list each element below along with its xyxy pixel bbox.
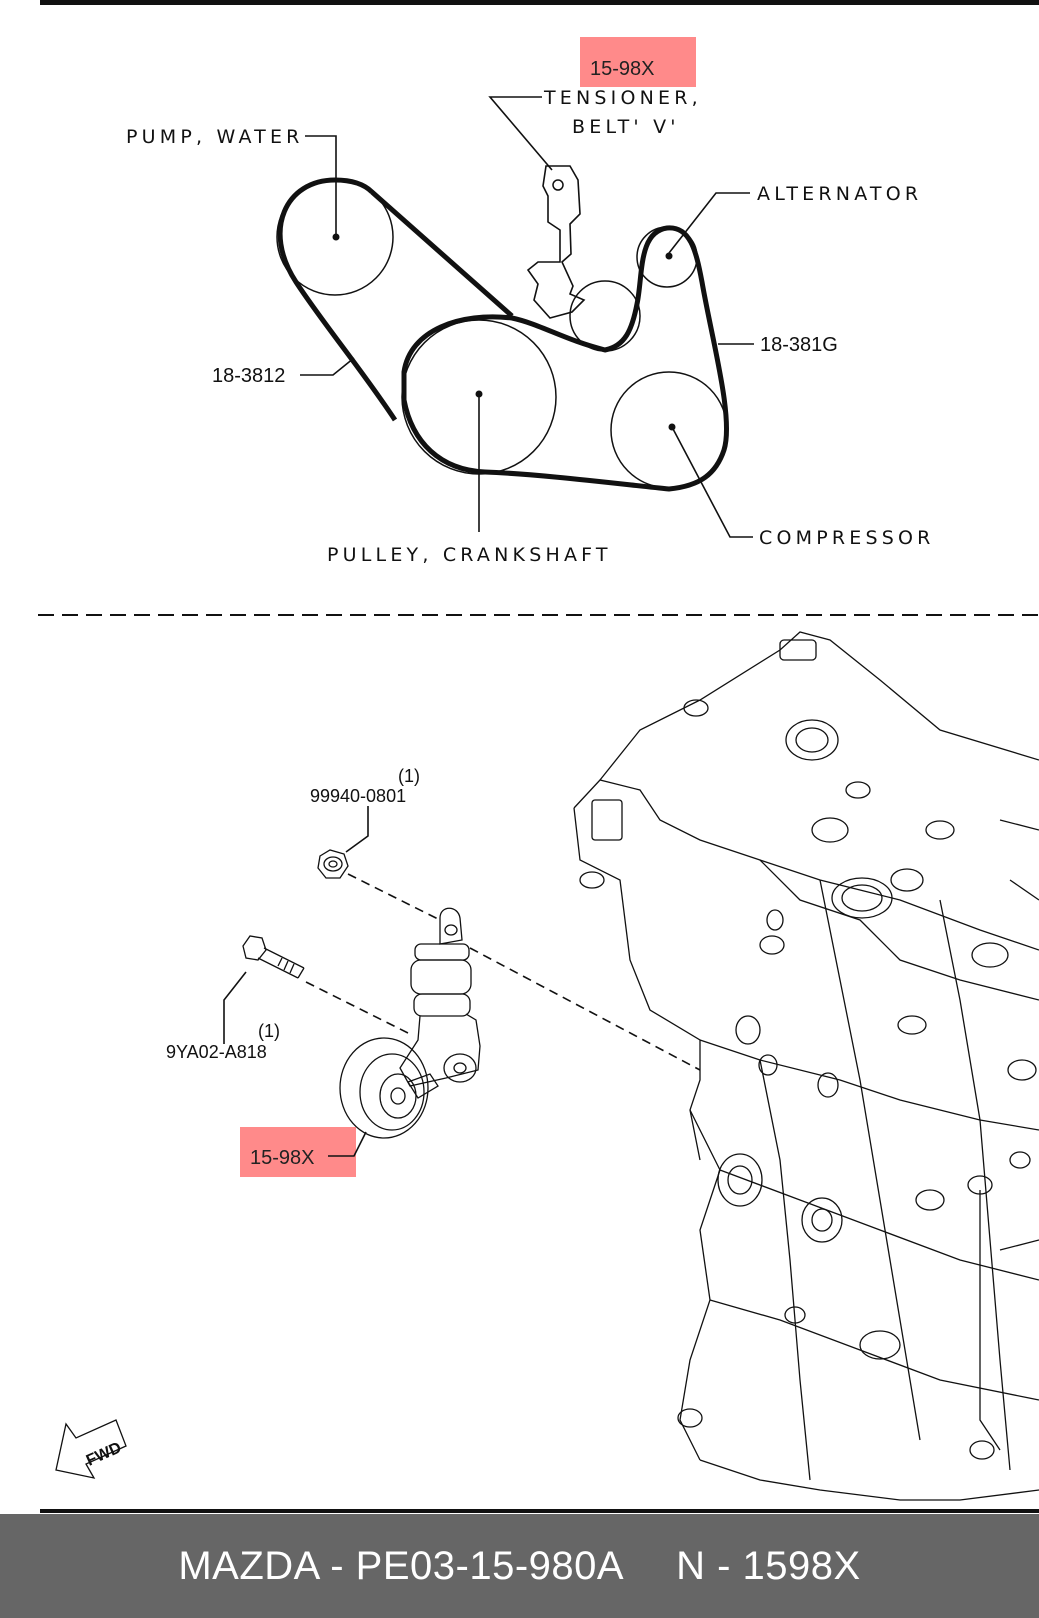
- bolt-part-number: 9YA02-A818: [166, 1042, 267, 1062]
- water-pump-label: PUMP, WATER: [126, 126, 304, 148]
- footer-bar: MAZDA - PE03-15-980A N - 1598X: [0, 1514, 1039, 1618]
- bolt-qty: (1): [258, 1021, 280, 1041]
- alternator-leader: [668, 192, 750, 254]
- tensioner-label-line2: BELT' V': [572, 116, 680, 138]
- part-number: MAZDA - PE03-15-980A: [178, 1543, 625, 1588]
- tensioner-leader: [488, 96, 553, 171]
- tensioner-bracket-hole: [552, 179, 564, 191]
- tensioner-dashed-guide: [469, 947, 701, 1071]
- tensioner-ref-bottom: 15-98X: [250, 1147, 315, 1169]
- water-pump-leader: [305, 135, 337, 237]
- crankshaft-label: PULLEY, CRANKSHAFT: [327, 544, 612, 566]
- water-pump-center: [332, 233, 340, 241]
- belt-left-leader: [300, 357, 355, 376]
- tensioner-ref-leader: [328, 1131, 367, 1157]
- nut-leader: [345, 806, 369, 853]
- bolt-icon: [242, 935, 305, 979]
- compressor-leader: [671, 426, 753, 538]
- tensioner-label-line1: TENSIONER,: [543, 87, 702, 109]
- tensioner-ref-top: 15-98X: [590, 58, 655, 80]
- belt-routing-diagram: 15-98X TENSIONER, BELT' V' PUMP, WATER A…: [126, 37, 935, 566]
- reference-number: N - 1598X: [676, 1543, 861, 1588]
- top-border: [40, 0, 1039, 5]
- engine-block-drawing: [573, 631, 1039, 1501]
- belt-left-label: 18-3812: [212, 365, 285, 387]
- alternator-center: [665, 252, 673, 260]
- bottom-border: [40, 1509, 1039, 1513]
- exploded-view: (1) 99940-0801 (1) 9YA02-A818: [55, 631, 1039, 1501]
- tensioner-ref-highlight-bottom: [240, 1127, 356, 1177]
- nut-part-number: 99940-0801: [310, 786, 406, 806]
- tensioner-assembly: [339, 907, 481, 1139]
- bolt-dashed-guide: [305, 981, 411, 1035]
- tensioner-ref-highlight-top: [580, 37, 696, 87]
- fwd-label: FWD: [84, 1439, 124, 1469]
- belt-main: [401, 225, 729, 492]
- tensioner-bracket: [526, 165, 586, 319]
- nut-qty: (1): [398, 766, 420, 786]
- nut-icon: [317, 849, 349, 879]
- alternator-label: ALTERNATOR: [757, 183, 922, 205]
- nut-dashed-guide: [347, 873, 441, 921]
- bolt-leader: [223, 971, 247, 1044]
- belt-right-label: 18-381G: [760, 334, 838, 356]
- fwd-arrow-icon: FWD: [55, 1419, 127, 1479]
- compressor-label: COMPRESSOR: [759, 527, 935, 549]
- belt-water-pump: [277, 177, 514, 422]
